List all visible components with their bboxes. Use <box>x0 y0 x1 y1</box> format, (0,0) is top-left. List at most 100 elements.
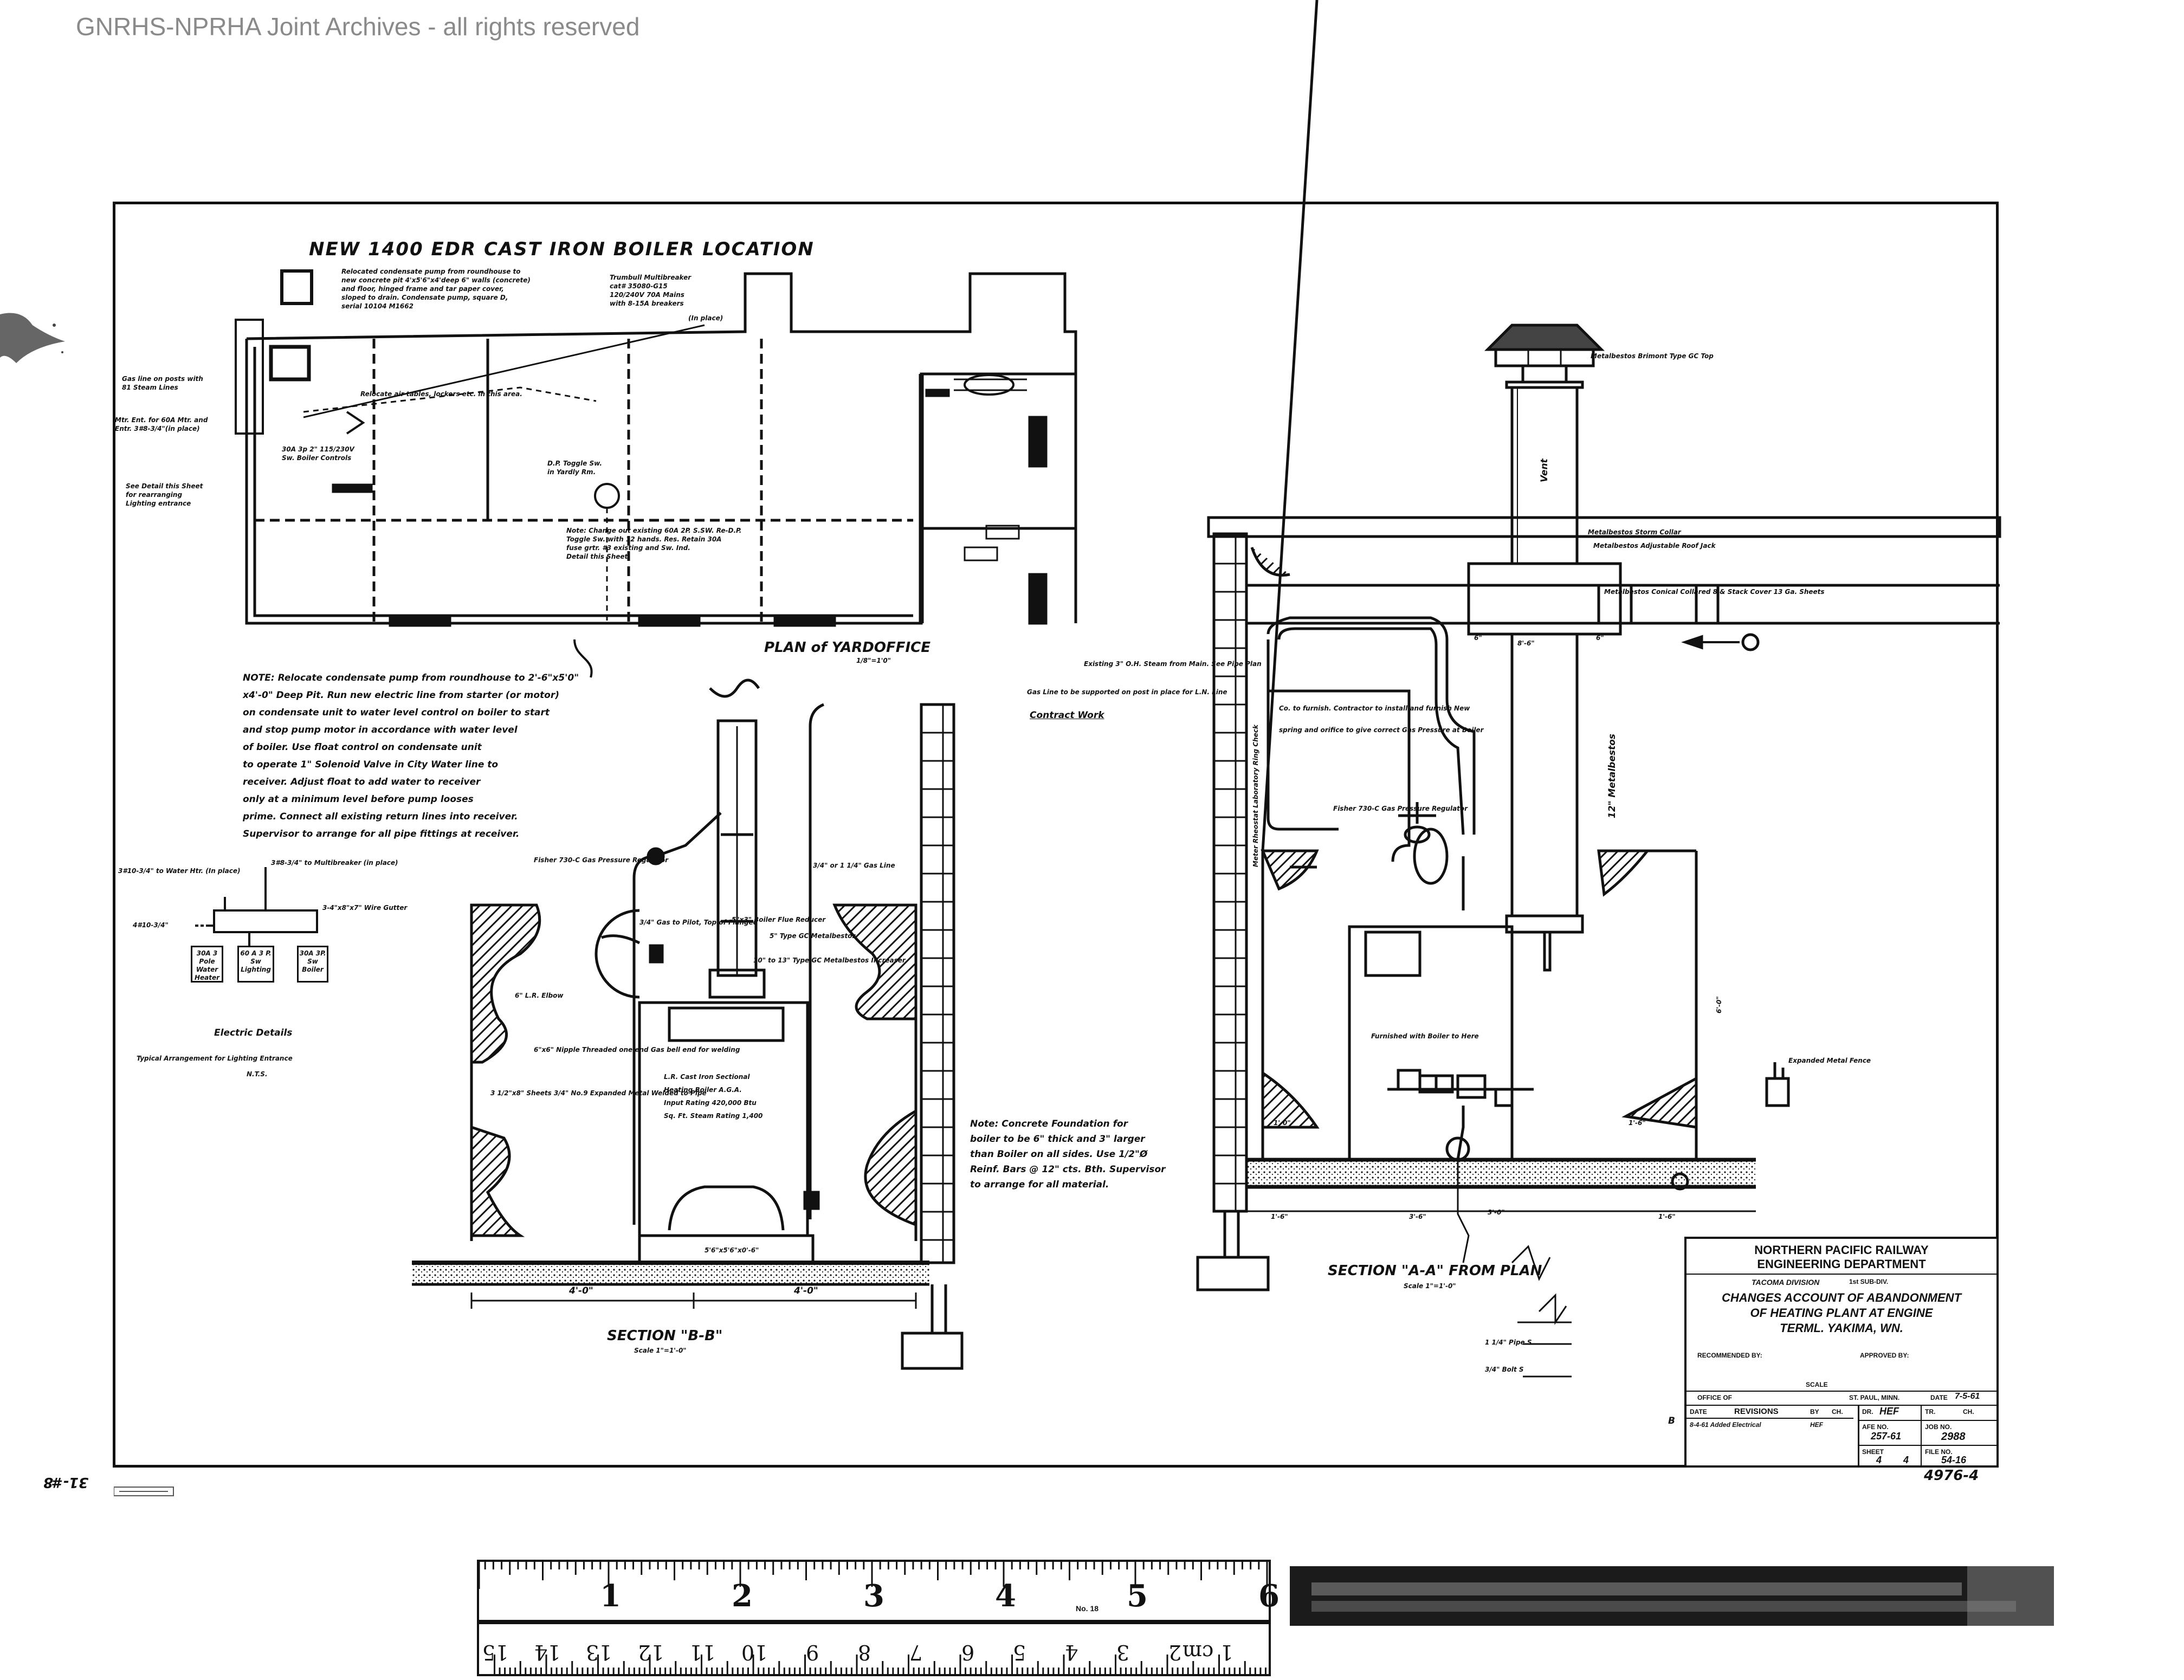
drawn-by-label: DR. <box>1862 1408 1873 1416</box>
section-aa-dim: 6" <box>1596 634 1604 642</box>
right-margin-note: 4976-4 <box>1924 1468 1979 1484</box>
section-aa-label: Vent <box>1539 458 1550 482</box>
section-aa-title: SECTION "A-A" FROM PLAN <box>1328 1263 1542 1279</box>
revision-side-letter: B <box>1668 1416 1675 1426</box>
section-aa-label: Co. to furnish. Contractor to install an… <box>1279 705 1470 712</box>
section-aa-dim: 3'-6" <box>1409 1213 1426 1220</box>
plan-callout: Entr. 3#8-3/4"(in place) <box>115 425 200 432</box>
boiler-switch-box: 30A 3P. Sw Boiler <box>297 946 328 983</box>
plan-callout: sloped to drain. Condensate pump, square… <box>341 294 508 301</box>
section-bb-scale: Scale 1"=1'-0" <box>634 1347 687 1354</box>
section-bb-dim-right: 4'-0" <box>794 1285 818 1296</box>
title-block: NORTHERN PACIFIC RAILWAY ENGINEERING DEP… <box>1684 1237 1999 1468</box>
plan-drawing <box>235 269 1077 678</box>
recommended-by: RECOMMENDED BY: <box>1697 1352 1762 1359</box>
contract-work-label: Contract Work <box>1030 710 1104 721</box>
plan-callout: 120/240V 70A Mains <box>610 291 684 299</box>
section-aa-dim: 1'-6" <box>1629 1119 1646 1127</box>
electric-details-title: Electric Details <box>214 1028 293 1038</box>
plan-callout: Sw. Boiler Controls <box>282 454 352 462</box>
checked-by-label: CH. <box>1963 1408 1974 1416</box>
section-aa-drawing <box>1196 0 2001 1378</box>
revision-initials: HEF <box>1810 1421 1823 1429</box>
company-name: NORTHERN PACIFIC RAILWAY <box>1754 1243 1929 1257</box>
division-name: TACOMA DIVISION <box>1752 1278 1820 1287</box>
plan-title: NEW 1400 EDR CAST IRON BOILER LOCATION <box>309 238 815 260</box>
left-margin-note: 31-#8 <box>43 1474 89 1490</box>
plan-callout: See Detail this Sheet <box>126 482 203 490</box>
section-aa-label: Furnished with Boiler to Here <box>1371 1032 1479 1040</box>
scan-artifact <box>0 313 65 363</box>
revision-entry: 8-4-61 Added Electrical <box>1690 1421 1761 1429</box>
job-label: JOB NO. <box>1925 1423 1952 1431</box>
subdivision: 1st SUB-DIV. <box>1849 1278 1889 1285</box>
plan-callout: 30A 3p 2" 115/230V <box>282 445 354 453</box>
plan-callout: cat# 35080-G15 <box>610 282 668 290</box>
plan-callout: new concrete pit 4'x5'6"x4'deep 6" walls… <box>341 276 531 284</box>
electric-details-nts: N.T.S. <box>247 1070 268 1078</box>
section-aa-label: Gas Line to be supported on post in plac… <box>1027 688 1227 696</box>
plan-callout: Mtr. Ent. for 60A Mtr. and <box>115 416 208 424</box>
stamp-mark <box>114 1487 174 1496</box>
section-aa-label: 1 1/4" Pipe S <box>1485 1339 1532 1346</box>
ruler-inch-number: 3 <box>863 1578 884 1614</box>
section-aa-dim: 6'-0" <box>1715 996 1723 1013</box>
revision-by-col: BY <box>1810 1408 1819 1416</box>
section-bb-label: 6"x6" Nipple Threaded one end Gas bell e… <box>534 1046 740 1054</box>
afe-label: AFE NO. <box>1862 1423 1889 1431</box>
section-aa-label: Meter Rheostat Laboratory Ring Check <box>1252 725 1259 867</box>
section-bb-label: 6" L.R. Elbow <box>515 992 564 999</box>
plan-callout: Relocate air tables, lockers etc. in thi… <box>360 390 522 398</box>
lighting-switch-box: 60 A 3 P. Sw Lighting <box>237 946 274 983</box>
drawing-sheet <box>113 202 1999 1468</box>
section-aa-label: Expanded Metal Fence <box>1788 1057 1871 1064</box>
section-aa-dim: 1'-6" <box>1271 1213 1288 1220</box>
plan-callout: fuse grtr. #3 existing and Sw. Ind. <box>566 544 690 552</box>
ruler-inch-number: 1 <box>600 1578 621 1614</box>
plan-callout: in Yardly Rm. <box>547 468 596 476</box>
section-aa-label: 12" Metalbestos <box>1607 733 1618 818</box>
plan-callout: and floor, hinged frame and tar paper co… <box>341 285 504 293</box>
plan-callout: 81 Steam Lines <box>122 384 178 391</box>
section-bb-drawing <box>412 679 964 1370</box>
section-aa-label: Metalbestos Conical Collared 8 & Stack C… <box>1604 588 1825 596</box>
electric-detail-drawing <box>195 867 318 946</box>
department-name: ENGINEERING DEPARTMENT <box>1757 1257 1926 1271</box>
electric-label: 4#10-3/4" <box>133 921 169 929</box>
plan-callout: Relocated condensate pump from roundhous… <box>341 268 521 275</box>
section-bb-label: 10" to 13" Type GC Metalbestos Increaser <box>753 957 906 964</box>
section-bb-label: 3 1/2"x8" Sheets 3/4" No.9 Expanded Meta… <box>490 1089 707 1097</box>
section-aa-dim: 1'-0" <box>1274 1119 1291 1127</box>
plan-callout: for rearranging <box>126 491 183 499</box>
boiler-spec-label: L.R. Cast Iron Sectional Heating Boiler … <box>664 1073 763 1120</box>
plan-callout: D.P. Toggle Sw. <box>547 460 602 467</box>
electric-label: 3-4"x8"x7" Wire Gutter <box>322 904 408 912</box>
scanned-label-strip <box>1290 1566 2054 1626</box>
electric-label: 3#10-3/4" to Water Htr. (In place) <box>118 867 241 875</box>
plan-label: PLAN of YARDOFFICE <box>764 639 931 656</box>
section-aa-label: Metalbestos Brimont Type GC Top <box>1591 352 1714 360</box>
section-bb-title: SECTION "B-B" <box>607 1328 723 1344</box>
section-aa-scale: Scale 1"=1'-0" <box>1404 1282 1456 1290</box>
section-aa-label: 3/4" Bolt S <box>1485 1366 1524 1373</box>
section-bb-label: Fisher 730-C Gas Pressure Regulator <box>534 856 669 864</box>
section-aa-dim: 6" <box>1474 634 1482 642</box>
plan-callout: Trumbull Multibreaker <box>610 274 692 281</box>
drawing-date: 7-5-61 <box>1955 1392 1980 1401</box>
ruler-label: No. 18 <box>1076 1604 1099 1613</box>
revision-ch-col: CH. <box>1832 1408 1843 1416</box>
section-aa-label: Metalbestos Adjustable Roof Jack <box>1593 542 1716 550</box>
approved-by: APPROVED BY: <box>1860 1352 1909 1359</box>
section-bb-label: 3/4" or 1 1/4" Gas Line <box>813 862 895 869</box>
plan-callout: serial 10104 M1662 <box>341 302 413 310</box>
foundation-dimension: 5'6"x5'6"x0'-6" <box>705 1246 759 1254</box>
section-aa-dim: 1'-6" <box>1658 1213 1676 1220</box>
job-value: 2988 <box>1941 1431 1966 1443</box>
section-bb-label: 3/4" Gas to Pilot, Top of Flanged <box>639 919 758 926</box>
drawing-title-line: OF HEATING PLANT AT ENGINE <box>1750 1306 1933 1320</box>
sheet-label: SHEET <box>1862 1448 1884 1456</box>
ruler-ticks <box>477 1560 1271 1676</box>
revision-date-col: DATE <box>1690 1408 1707 1416</box>
plan-callout: Note: Change out existing 60A 2P. S.SW. … <box>566 527 742 534</box>
ruler-inch-number: 2 <box>732 1578 753 1614</box>
